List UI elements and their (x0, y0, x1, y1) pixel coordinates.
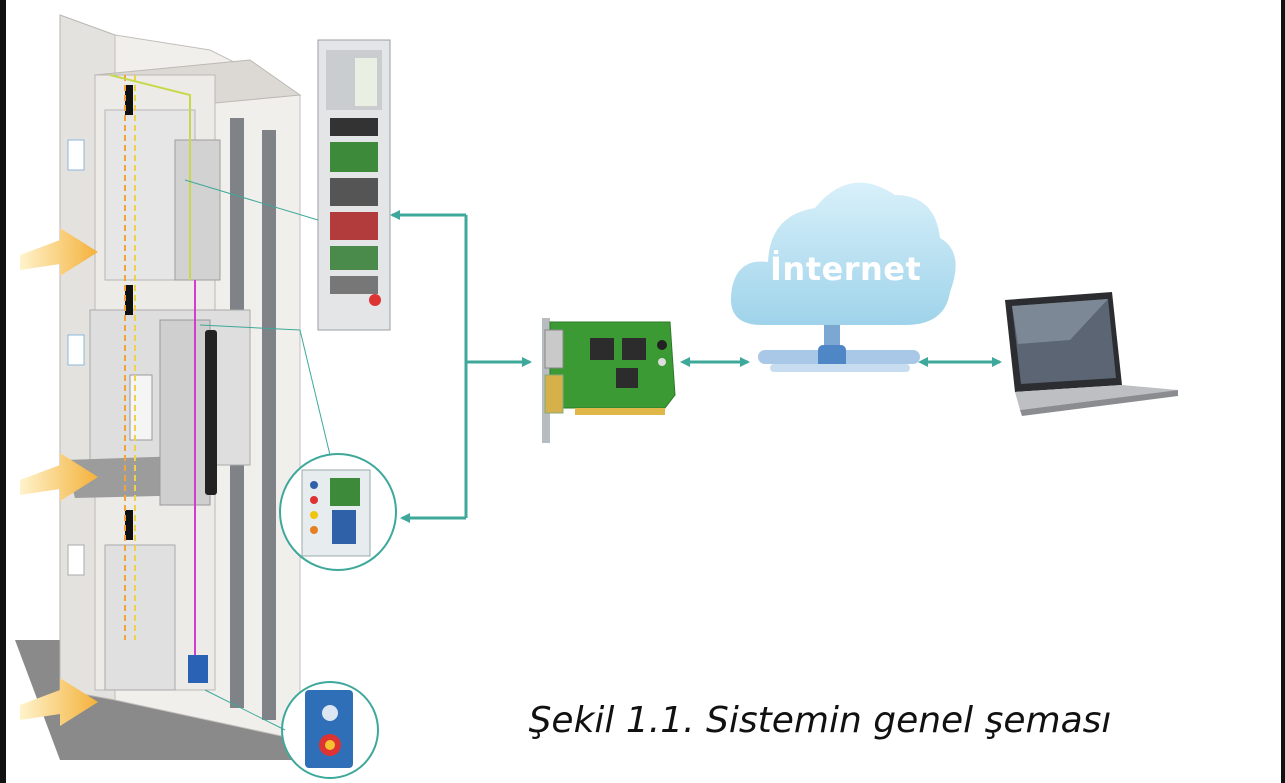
floor-arrow-icon (20, 228, 98, 726)
cloud-icon (730, 182, 956, 325)
connection-lines (390, 210, 1002, 523)
laptop-icon (1005, 292, 1178, 416)
control-cabinet-icon (317, 39, 391, 331)
elevator-shaft-icon (15, 14, 302, 760)
io-card-icon (542, 318, 676, 443)
pit-box-icon (281, 681, 379, 779)
cloud-label: İnternet (770, 250, 922, 288)
network-hub-icon (758, 325, 920, 372)
left-border (0, 0, 6, 783)
cabin-controller-icon (279, 453, 397, 571)
right-border (1281, 0, 1285, 783)
figure-caption: Şekil 1.1. Sistemin genel şeması (528, 700, 1112, 741)
